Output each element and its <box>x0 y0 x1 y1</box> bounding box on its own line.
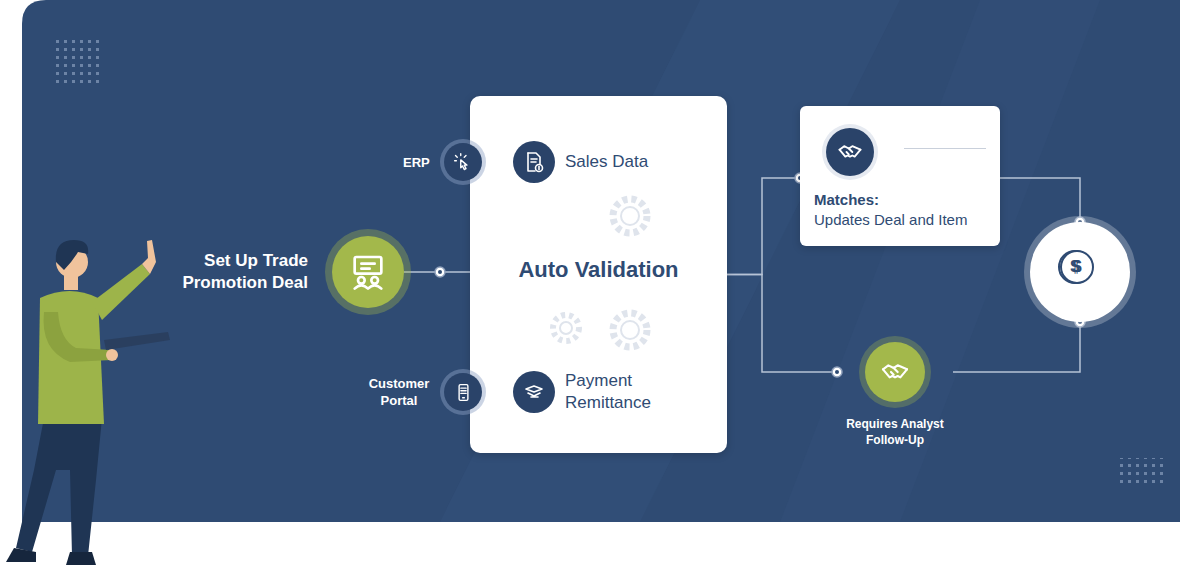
node-text: Payment Remittance <box>565 370 677 414</box>
label-wrap: Sales Data <box>565 151 648 173</box>
node-icon <box>453 382 474 403</box>
connector-dot <box>435 267 445 277</box>
icon-circle <box>513 141 555 183</box>
source-node: Customer Portal <box>366 373 482 411</box>
icon-circle <box>826 128 874 176</box>
label-wrap: Customer Portal <box>366 375 432 409</box>
connector-line <box>1000 178 1080 222</box>
node-icon <box>452 152 473 173</box>
connector-line <box>727 178 800 275</box>
start-node: Set Up Trade Promotion Deal <box>176 236 404 308</box>
source-node: ERP <box>403 143 482 181</box>
process-box: Auto Validation Sales DataPayment Remitta… <box>470 96 727 453</box>
input-item: Sales Data <box>513 141 648 183</box>
icon-circle <box>444 373 482 411</box>
icon-circle <box>444 143 482 181</box>
node-text: Requires Analyst Follow-Up <box>837 416 953 448</box>
node-text: Sales Data <box>565 151 648 173</box>
divider-line <box>904 148 986 149</box>
label-wrap: ERP <box>403 154 430 171</box>
connector <box>404 267 470 277</box>
connector <box>727 275 842 378</box>
payment-node: $$ <box>1030 222 1130 322</box>
input-item: Payment Remittance <box>513 370 677 414</box>
node-text: $ <box>1072 257 1081 277</box>
label-wrap: Set Up Trade Promotion Deal <box>176 250 308 294</box>
dot-grid <box>56 38 1166 488</box>
connector <box>727 173 805 275</box>
connector-line <box>953 322 1080 372</box>
person-illustration <box>6 240 170 565</box>
node-icon <box>522 380 546 404</box>
connector-dot <box>835 370 839 374</box>
panel <box>22 0 1180 522</box>
result-box: Matches:Updates Deal and Item <box>800 106 1000 246</box>
node-text: Set Up Trade Promotion Deal <box>176 250 308 294</box>
icon-circle <box>513 371 555 413</box>
icon-circle <box>332 236 404 308</box>
coin-symbol: $ <box>1060 250 1094 284</box>
connector-dot <box>832 367 842 377</box>
label-wrap: Payment Remittance <box>565 370 677 414</box>
node-icon <box>348 252 388 292</box>
result-node: Requires Analyst Follow-Up <box>837 342 953 448</box>
node-text: Auto Validation <box>470 256 727 284</box>
node-icon <box>522 150 546 174</box>
node-text: Matches: <box>814 190 988 210</box>
connector-dot <box>438 270 442 274</box>
connector <box>1000 178 1085 227</box>
node-text: ERP <box>403 154 430 171</box>
icon-circle <box>865 342 925 402</box>
connector-line <box>727 275 837 373</box>
node-icon <box>836 138 864 166</box>
connector <box>953 317 1085 372</box>
node-text: Updates Deal and Item <box>814 210 988 230</box>
node-icon <box>879 356 911 388</box>
node-text: Customer Portal <box>366 375 432 409</box>
